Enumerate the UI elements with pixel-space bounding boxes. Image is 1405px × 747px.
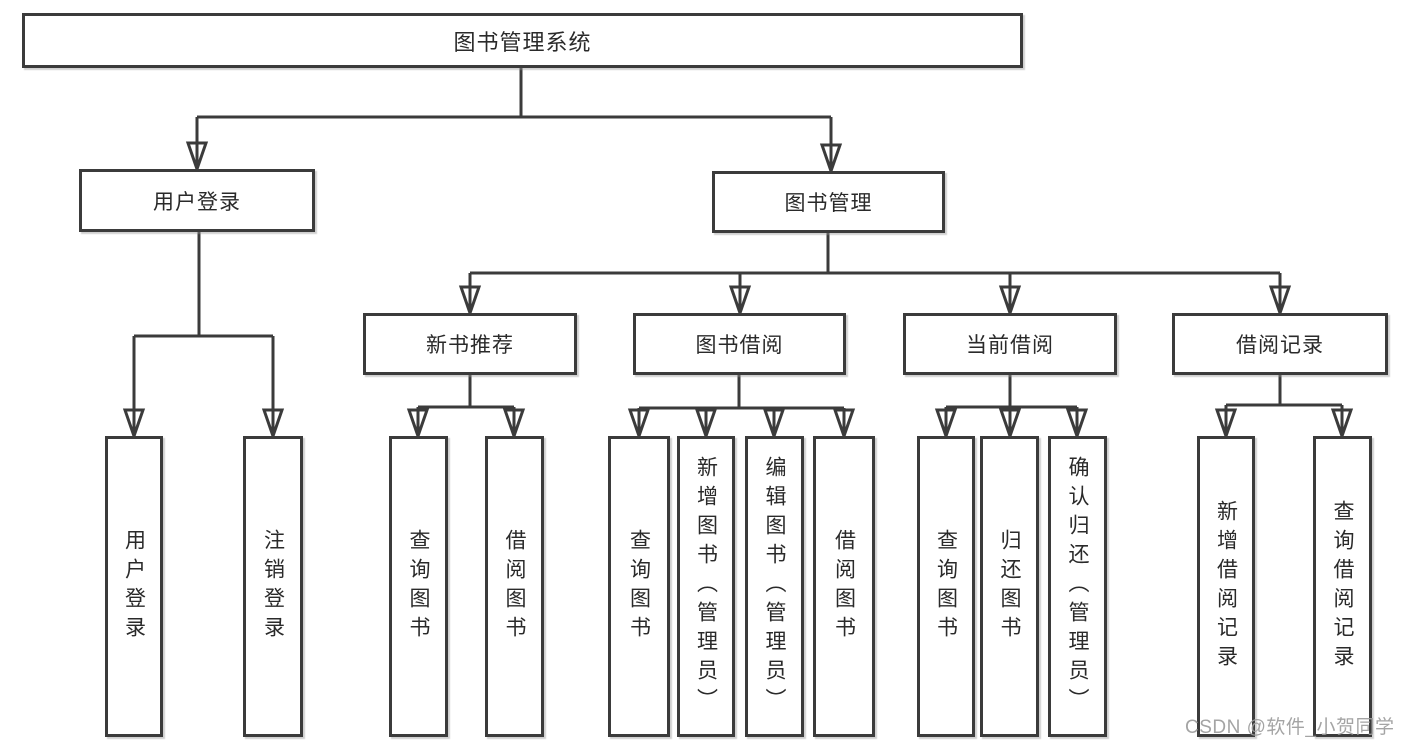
node-current-borrow-label: 当前借阅 [966,334,1054,357]
leaf-logout: 注销登录 [243,436,303,737]
node-new-book-recommend: 新书推荐 [363,313,577,375]
leaf-query-borrow-record-label: 查询借阅记录 [1331,499,1354,674]
node-user-login-label: 用户登录 [153,190,241,214]
node-borrow-records-label: 借阅记录 [1236,334,1324,357]
leaf-add-borrow-record: 新增借阅记录 [1197,436,1255,737]
connector-book-management-to-level3 [458,233,1292,318]
leaf-query-borrow-record: 查询借阅记录 [1313,436,1372,737]
leaf-add-book-admin-label: 新增图书（管理员） [694,456,718,717]
leaf-logout-label: 注销登录 [261,528,285,645]
leaf-query-books-recommend: 查询图书 [389,436,448,737]
leaf-return-book-label: 归还图书 [998,528,1021,645]
connector-current-borrow-to-leaves [934,375,1089,441]
node-book-management-label: 图书管理 [784,192,873,215]
leaf-return-book: 归还图书 [980,436,1039,737]
node-user-login: 用户登录 [79,169,315,232]
node-library-system: 图书管理系统 [22,13,1023,68]
leaf-query-books-current-label: 查询图书 [934,528,958,645]
leaf-query-books-borrow: 查询图书 [608,436,670,737]
leaf-edit-book-admin-label: 编辑图书（管理员） [763,456,786,717]
connector-root-to-level2 [185,68,843,176]
leaf-confirm-return-admin-label: 确认归还（管理员） [1066,456,1089,717]
leaf-borrow-books-recommend-label: 借阅图书 [503,528,526,645]
connector-user-login-to-leaves [122,231,285,441]
csdn-watermark: CSDN @软件_小贺同学 [1185,717,1395,738]
leaf-user-login: 用户登录 [105,436,163,737]
leaf-user-login-label: 用户登录 [122,528,146,645]
leaf-confirm-return-admin: 确认归还（管理员） [1048,436,1107,737]
leaf-edit-book-admin: 编辑图书（管理员） [745,436,804,737]
connector-book-borrow-to-leaves [627,375,856,441]
node-library-system-label: 图书管理系统 [453,29,592,55]
node-new-book-recommend-label: 新书推荐 [426,334,514,357]
leaf-add-book-admin: 新增图书（管理员） [677,436,735,737]
leaf-borrow-books-label: 借阅图书 [832,528,856,645]
leaf-add-borrow-record-label: 新增借阅记录 [1214,499,1238,674]
node-book-borrow-label: 图书借阅 [695,334,784,357]
node-book-management: 图书管理 [712,171,945,233]
node-current-borrow: 当前借阅 [903,313,1117,375]
leaf-borrow-books: 借阅图书 [813,436,875,737]
node-book-borrow: 图书借阅 [633,313,846,375]
leaf-query-books-current: 查询图书 [917,436,975,737]
leaf-borrow-books-recommend: 借阅图书 [485,436,544,737]
leaf-query-books-borrow-label: 查询图书 [627,528,651,645]
node-borrow-records: 借阅记录 [1172,313,1388,375]
leaf-query-books-recommend-label: 查询图书 [407,528,430,645]
connector-borrow-records-to-leaves [1214,375,1354,441]
connector-new-book-recommend-to-leaves [406,375,526,441]
